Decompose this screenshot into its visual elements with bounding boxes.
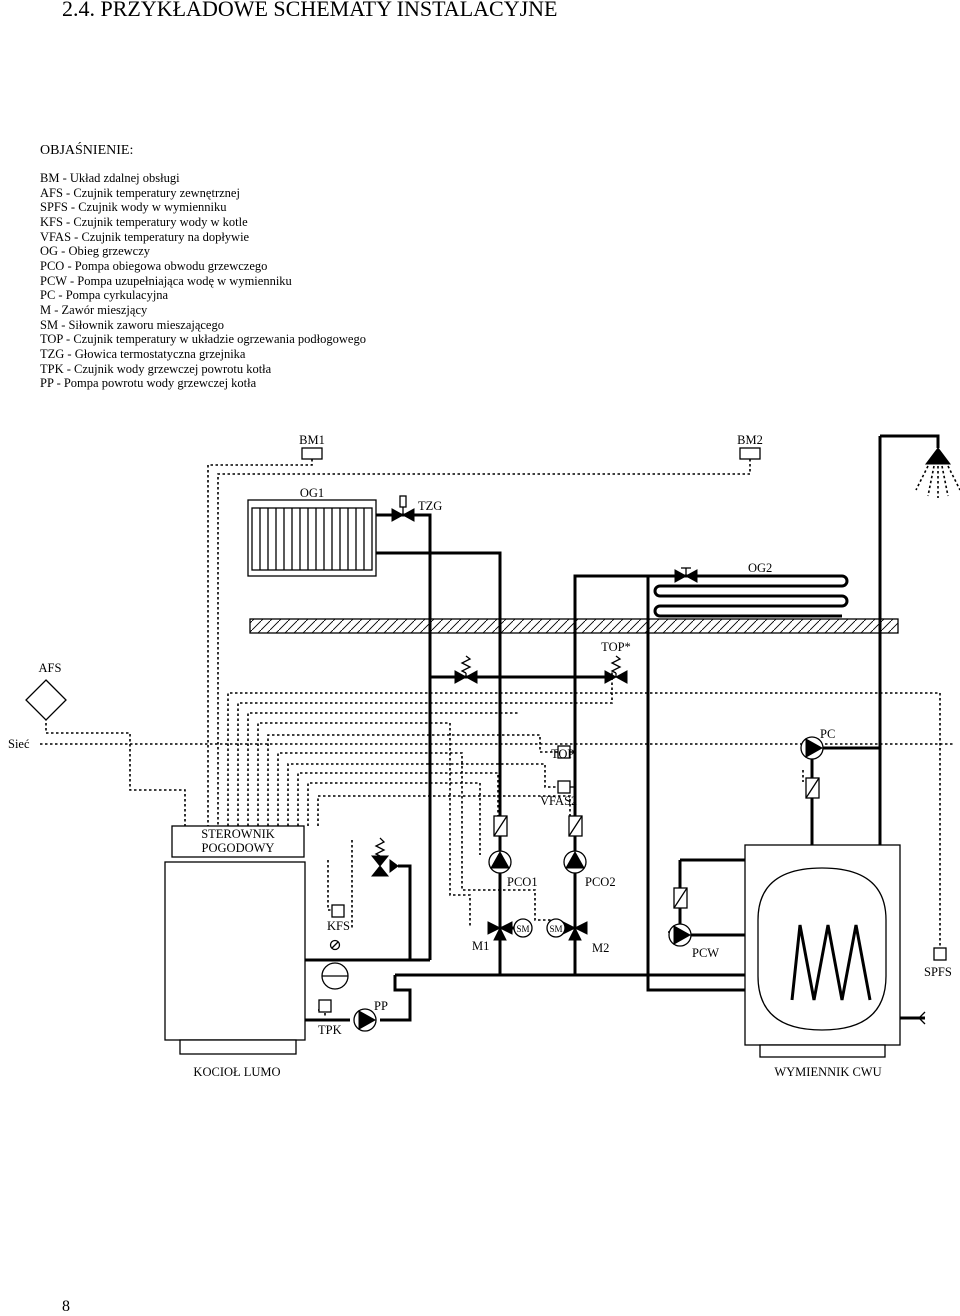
label-afs: AFS	[39, 661, 62, 675]
label-pco2: PCO2	[585, 875, 616, 889]
label-kfs: KFS	[327, 919, 350, 933]
pco2-pump-icon	[563, 850, 587, 874]
check-valve-icon	[568, 815, 583, 837]
diagram-labels: BM1 BM2 OG1 TZG OG2 TOP* AFS Sieć TOP PC…	[8, 433, 952, 1079]
label-pc: PC	[820, 727, 835, 741]
label-pp: PP	[374, 999, 388, 1013]
legend-item: BM - Układ zdalnej obsługi	[40, 171, 180, 185]
label-m2: M2	[592, 941, 609, 955]
legend-item: OG - Obieg grzewczy	[40, 244, 151, 259]
control-wiring	[40, 459, 955, 1018]
bypass-valve-icon	[454, 655, 478, 684]
legend-item: TZG - Głowica termostatyczna grzejnika	[40, 346, 246, 361]
label-boiler: KOCIOŁ LUMO	[193, 1065, 280, 1079]
legend-item: PCW - Pompa uzupełniająca wodę w wymienn…	[40, 273, 292, 288]
top-star-valve-icon	[604, 655, 628, 684]
label-sm2: SM	[549, 924, 562, 934]
label-og2: OG2	[748, 561, 772, 575]
label-controller: POGODOWY	[202, 841, 275, 855]
boiler	[164, 861, 430, 1055]
label-tzg: TZG	[418, 499, 442, 513]
legend-item: SPFS - Czujnik wody w wymienniku	[40, 200, 227, 215]
label-sm1: SM	[516, 924, 529, 934]
legend-item: TOP - Czujnik temperatury w układzie ogr…	[40, 332, 366, 347]
label-exchanger: WYMIENNIK CWU	[774, 1065, 881, 1079]
label-bm1: BM1	[299, 433, 325, 447]
check-valve-icon	[493, 815, 508, 837]
pcw-pump-icon	[668, 923, 692, 947]
label-controller: STEROWNIK	[201, 827, 275, 841]
top-sensor-icon	[557, 745, 575, 759]
radiator	[247, 499, 377, 577]
legend-item: AFS - Czujnik temperatury zewnętrznej	[40, 185, 240, 200]
check-valve-icon	[805, 777, 820, 799]
afs-sensor-icon	[25, 679, 67, 721]
bm1-remote-control	[301, 447, 323, 460]
pc-pump-icon	[800, 736, 824, 760]
og2-valve-icon	[674, 567, 698, 583]
page-heading: 2.4. PRZYKŁADOWE SCHEMATY INSTALACYJNE	[62, 0, 558, 21]
weather-controller	[171, 825, 305, 858]
legend-item: PC - Pompa cyrkulacyjna	[40, 288, 169, 303]
label-top-star: TOP*	[601, 640, 631, 654]
legend-item: VFAS - Czujnik temperatury na dopływie	[40, 229, 250, 244]
legend-item: M - Zawór mieszjący	[40, 302, 148, 317]
sm1-actuator	[513, 918, 533, 938]
tpk-sensor-icon	[318, 999, 332, 1013]
label-bm2: BM2	[737, 433, 763, 447]
label-siec: Sieć	[8, 737, 30, 751]
label-m1: M1	[472, 939, 489, 953]
label-spfs: SPFS	[924, 965, 952, 979]
shower-head-icon	[915, 447, 960, 498]
label-vfas2: VFAS2	[540, 794, 577, 808]
exchanger-tank	[744, 844, 947, 1058]
sm2-actuator	[546, 918, 566, 938]
check-valve-icon	[673, 887, 688, 909]
legend-item: PP - Pompa powrotu wody grzewczej kotła	[40, 376, 257, 391]
pco1-pump-icon	[488, 850, 512, 874]
legend-item: SM - Siłownik zaworu mieszającego	[40, 317, 224, 332]
pressure-gauge-icon	[321, 939, 349, 990]
legend-item: KFS - Czujnik temperatury wody w kotle	[40, 214, 248, 229]
vfas2-sensor-icon	[557, 780, 575, 794]
m1-mixing-valve-icon	[487, 921, 513, 941]
legend-title: OBJAŚNIENIE:	[40, 143, 134, 158]
label-pcw: PCW	[692, 946, 719, 960]
label-pco1: PCO1	[507, 875, 538, 889]
legend-item: PCO - Pompa obiegowa obwodu grzewczego	[40, 258, 268, 273]
label-og1: OG1	[300, 486, 324, 500]
label-tpk: TPK	[318, 1023, 342, 1037]
label-top: TOP	[551, 747, 574, 761]
bm2-remote-control	[739, 447, 761, 460]
legend-item: TPK - Czujnik wody grzewczej powrotu kot…	[40, 361, 272, 376]
legend-list: BM - Układ zdalnej obsługi AFS - Czujnik…	[40, 171, 366, 391]
page-number: 8	[62, 1298, 70, 1315]
kfs-sensor-icon	[331, 904, 345, 918]
safety-valve-icon	[370, 837, 412, 880]
thermostatic-valve-icon	[391, 495, 415, 522]
pp-pump-icon	[353, 1008, 377, 1032]
